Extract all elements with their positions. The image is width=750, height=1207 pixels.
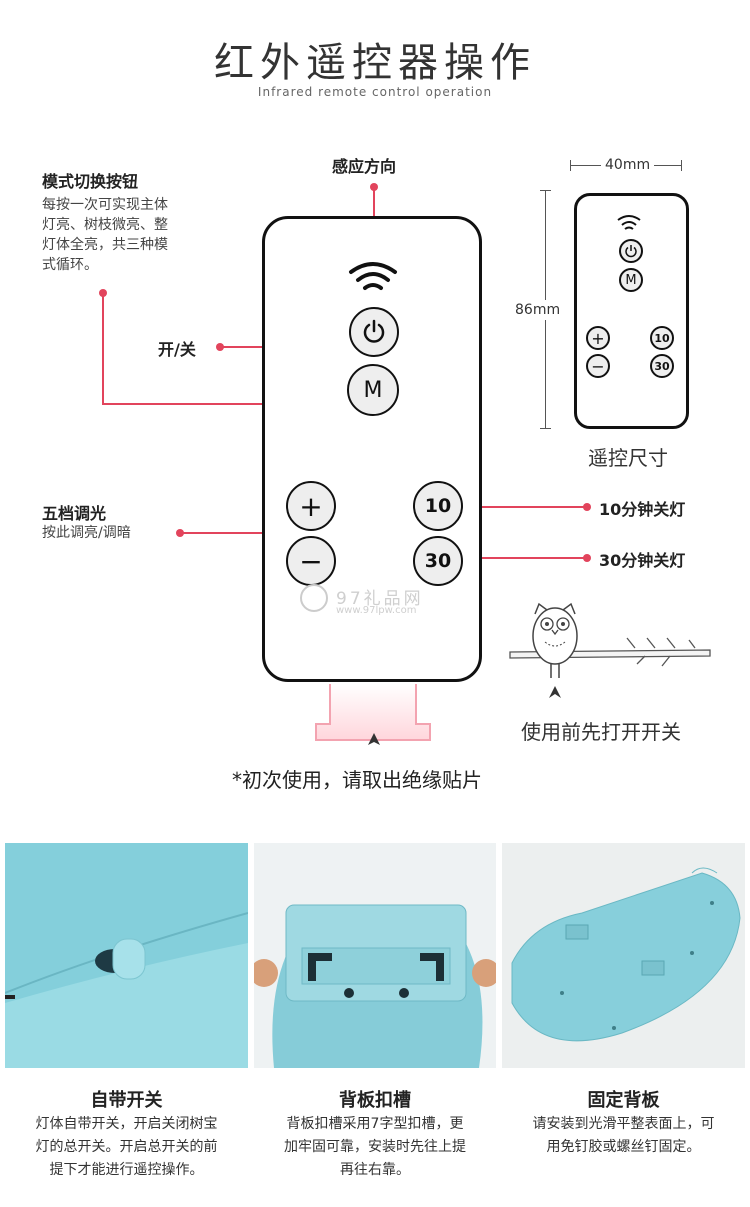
switch-note: 使用前先打开开关 [521, 720, 681, 744]
timer10-line [455, 506, 585, 508]
power-icon [363, 319, 385, 343]
timer-30-button[interactable]: 30 [413, 536, 463, 586]
feature-2-title: 背板扣槽 [339, 1090, 411, 1111]
sensor-direction-label: 感应方向 [332, 157, 397, 176]
dimming-desc: 按此调亮/调暗 [42, 525, 131, 541]
small-mode-button: M [619, 268, 643, 292]
small-power-button [619, 239, 643, 263]
feature-3-title: 固定背板 [587, 1090, 660, 1111]
mode-button-title: 模式切换按钮 [42, 172, 139, 191]
height-tick-top [540, 190, 551, 191]
brightness-up-button[interactable]: + [286, 481, 336, 531]
small-power-icon [625, 245, 637, 258]
slot-photo-illustration [254, 843, 496, 1068]
watermark-logo-icon [300, 584, 328, 612]
photo-back-slot [254, 843, 496, 1068]
page-subtitle: Infrared remote control operation [257, 85, 493, 99]
page-title: 红外遥控器操作 [214, 40, 536, 86]
width-label: 40mm [601, 157, 655, 173]
watermark-url: www.97lpw.com [336, 605, 417, 616]
timer-10-button[interactable]: 10 [413, 481, 463, 531]
width-tick-left [570, 160, 571, 171]
timer30-dot [583, 554, 591, 562]
infrared-signal-icon [349, 262, 397, 290]
small-signal-icon [617, 215, 641, 230]
backplate-photo-illustration [502, 843, 745, 1068]
small-30-button: 30 [650, 354, 674, 378]
timer10-dot [583, 503, 591, 511]
timer30-line [455, 557, 585, 559]
height-tick-bottom [540, 428, 551, 429]
switch-photo-illustration [5, 843, 248, 1068]
photo-built-in-switch [5, 843, 248, 1068]
watermark-name: 97礼品网 [336, 589, 424, 609]
mode-line-vertical [102, 292, 104, 404]
timer10-label: 10分钟关灯 [599, 500, 686, 519]
height-label: 86mm [515, 300, 561, 320]
small-minus-button: − [586, 354, 610, 378]
mode-button[interactable]: M [347, 364, 399, 416]
small-plus-button: + [586, 326, 610, 350]
small-remote-diagram [574, 193, 689, 429]
mode-button-desc: 每按一次可实现主体 灯亮、树枝微亮、整 灯体全亮，共三种模 式循环。 [42, 197, 168, 273]
small-10-button: 10 [650, 326, 674, 350]
first-use-note: *初次使用，请取出绝缘贴片 [232, 768, 482, 792]
mode-line-horizontal [102, 403, 357, 405]
brightness-down-button[interactable]: − [286, 536, 336, 586]
timer30-label: 30分钟关灯 [599, 551, 686, 570]
photo-fixed-backplate [502, 843, 745, 1068]
feature-1-desc: 灯体自带开关，开启关闭树宝 灯的总开关。开启总开关的前 提下才能进行遥控操作。 [35, 1116, 218, 1178]
width-tick-right [681, 160, 682, 171]
power-button[interactable] [349, 307, 399, 357]
feature-3-desc: 请安装到光滑平整表面上，可 用免钉胶或螺丝钉固定。 [532, 1116, 715, 1155]
power-label: 开/关 [158, 340, 196, 359]
arrow-up-icon [368, 733, 380, 745]
size-caption: 遥控尺寸 [588, 446, 668, 470]
owl-lamp-illustration [509, 602, 711, 698]
feature-1-title: 自带开关 [90, 1090, 163, 1111]
dimming-title: 五档调光 [42, 504, 107, 523]
dimming-line [180, 532, 272, 534]
remote-control [262, 216, 482, 682]
feature-2-desc: 背板扣槽采用7字型扣槽，更 加牢固可靠，安装时先往上提 再往右靠。 [284, 1116, 466, 1178]
